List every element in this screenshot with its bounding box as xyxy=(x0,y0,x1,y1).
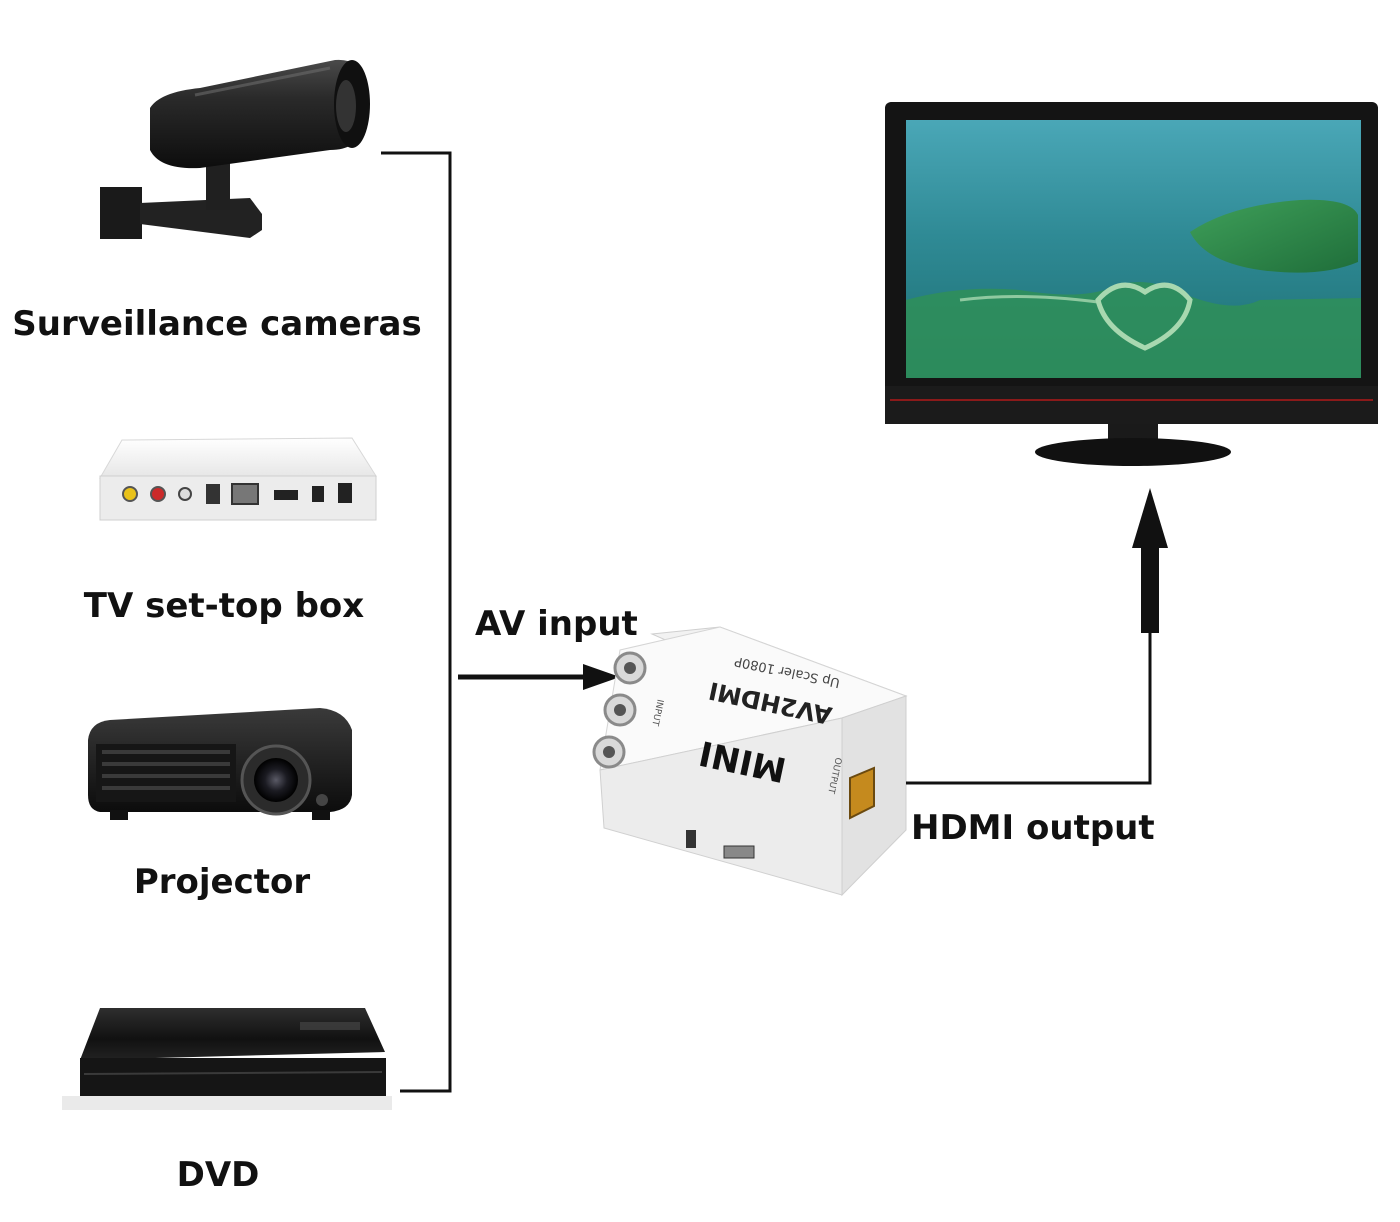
hdmi-output-arrowhead xyxy=(1132,488,1168,548)
camera-arm xyxy=(140,198,262,238)
camera-mount-post xyxy=(206,160,230,210)
set-top-box-top xyxy=(100,438,376,478)
yellow-rca-jack xyxy=(123,487,137,501)
tv-stand-base xyxy=(1035,438,1231,466)
power-jack xyxy=(312,486,324,502)
tv-set-top-box-label: TV set-top box xyxy=(4,586,444,626)
converter-switch xyxy=(686,830,696,848)
av-to-hdmi-converter: MINI AV2HDMI Up Scaler 1080P INPUT OUTPU… xyxy=(594,627,906,895)
dvd-player-image xyxy=(62,1008,392,1110)
camera-wall-plate xyxy=(100,187,142,239)
surveillance-camera-image xyxy=(100,60,370,239)
red-rca-jack xyxy=(151,487,165,501)
projector-button xyxy=(316,794,328,806)
power-switch xyxy=(338,483,352,503)
hdmi-port xyxy=(274,490,298,500)
hdmi-output-line xyxy=(906,488,1168,783)
camera-lens xyxy=(336,80,356,132)
dvd-player-front xyxy=(80,1058,386,1096)
set-top-box-image xyxy=(100,438,376,520)
converter-usb-port xyxy=(724,846,754,858)
av-input-arrow xyxy=(458,664,620,690)
hdmi-output-label: HDMI output xyxy=(911,808,1155,848)
projector-lens xyxy=(254,758,298,802)
ethernet-port xyxy=(232,484,258,504)
dvd-label: DVD xyxy=(0,1155,438,1195)
white-audio-jack xyxy=(179,488,191,500)
television-image xyxy=(885,102,1378,466)
surveillance-cameras-label: Surveillance cameras xyxy=(0,304,437,344)
projector-label: Projector xyxy=(2,862,442,902)
av-input-label: AV input xyxy=(475,604,638,644)
usb-port xyxy=(206,484,220,504)
dvd-player-top xyxy=(80,1008,385,1060)
projector-image xyxy=(88,708,352,820)
